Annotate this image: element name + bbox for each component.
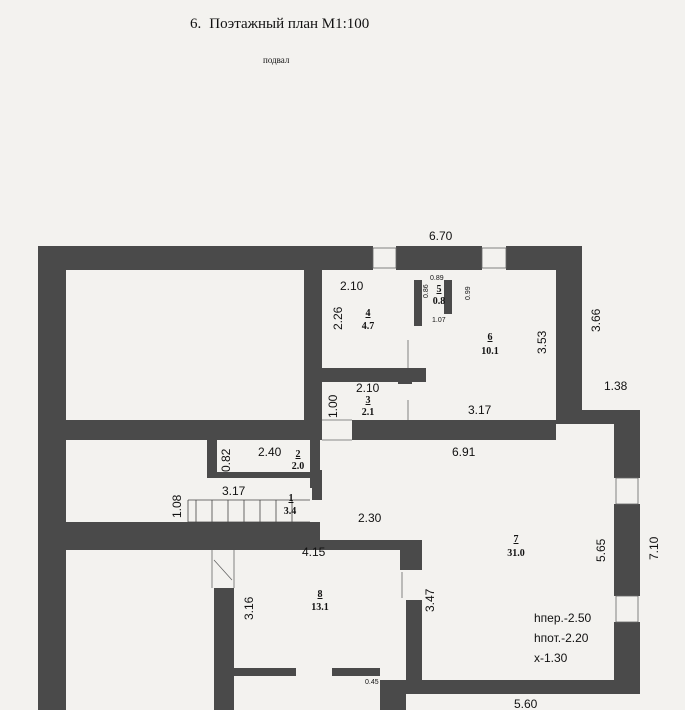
room-3-area: 2.1 [362,407,375,418]
dim-0-86: 0.86 [423,284,430,298]
dim-top-width: 6.70 [429,229,453,243]
dim-2-30: 2.30 [358,511,382,525]
dim-0-99: 0.99 [465,286,472,300]
dim-0-45: 0.45 [365,679,379,686]
room-3-number: 3 [366,395,371,406]
dim-1-00: 1.00 [326,394,340,418]
height-x: х-1.30 [534,651,568,665]
plan-title-text: Поэтажный план М1:100 [209,16,370,32]
height-floor: hпер.-2.50 [534,611,592,625]
dim-3-16: 3.16 [242,596,256,620]
dim-0-82: 0.82 [219,448,233,472]
room-1-number: 1 [289,493,294,504]
room-4-area: 4.7 [362,321,375,332]
dim-5-65: 5.65 [594,538,608,562]
room-7-number: 7 [514,534,519,545]
room-1-area: 3.4 [284,506,297,517]
room-2-area: 2.0 [292,461,305,472]
dim-1-07: 1.07 [432,317,446,324]
dim-5-60: 5.60 [514,697,538,710]
dim-6-91: 6.91 [452,445,476,459]
dim-2-26: 2.26 [331,306,345,330]
room-8-area: 13.1 [311,602,329,613]
room-labels: 1 3.4 2 2.0 3 2.1 4 4.7 5 0.8 6 10.1 7 3… [284,284,525,613]
dim-3-66: 3.66 [589,308,603,332]
room-6-number: 6 [488,332,493,343]
height-notes: hпер.-2.50 hпот.-2.20 х-1.30 [534,611,592,665]
dim-3-17-right: 3.17 [468,403,492,417]
plan-title: 6. Поэтажный план М1:100 [190,16,369,33]
room-5-number: 5 [437,284,442,295]
room-4-number: 4 [366,308,371,319]
height-ceiling: hпот.-2.20 [534,631,589,645]
room-8-number: 8 [318,589,323,600]
dim-3-53: 3.53 [535,330,549,354]
room-6-area: 10.1 [481,346,499,357]
staircase [187,499,310,523]
room-2-number: 2 [296,449,301,460]
dim-7-10: 7.10 [647,536,661,560]
walls [38,246,640,710]
dim-0-89: 0.89 [430,275,444,282]
dim-2-40: 2.40 [258,445,282,459]
dim-1-38: 1.38 [604,379,628,393]
floor-label: подвал [263,55,290,65]
room-5-area: 0.8 [433,296,446,307]
dim-4-15: 4.15 [302,545,326,559]
dim-3-17-left: 3.17 [222,484,246,498]
dimension-labels: 6.70 2.10 2.26 3.66 3.53 1.38 2.10 1.00 … [170,229,661,710]
plan-title-number: 6. [190,16,202,32]
dim-1-08: 1.08 [170,494,184,518]
dim-2-10-mid: 2.10 [356,381,380,395]
dim-2-10-top: 2.10 [340,279,364,293]
openings [211,247,639,623]
room-7-area: 31.0 [507,548,525,559]
dim-3-47: 3.47 [423,588,437,612]
